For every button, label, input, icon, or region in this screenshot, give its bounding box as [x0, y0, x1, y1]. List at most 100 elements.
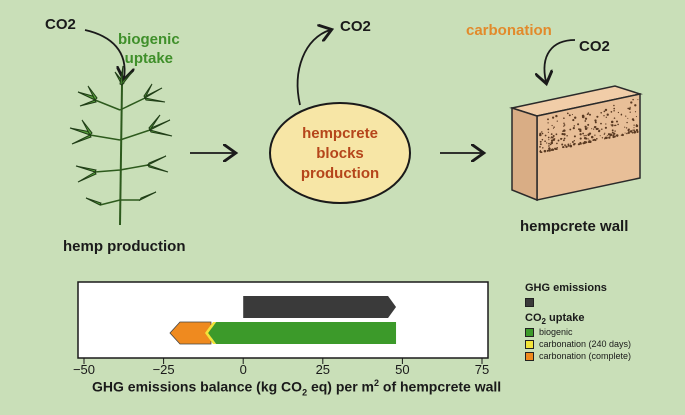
wall-speck: [613, 110, 615, 112]
chart-axis: [83, 358, 483, 364]
wall-speck: [579, 137, 582, 140]
wall-speck: [563, 133, 566, 136]
wall-speck: [584, 117, 588, 120]
wall-speck: [628, 107, 631, 110]
wall-speck: [588, 132, 592, 135]
bar-carbonation-240-days: [204, 322, 217, 344]
wall-speck: [583, 135, 585, 137]
wall-speck: [634, 104, 637, 107]
wall-speck: [563, 122, 565, 125]
legend-ghg-header: GHG emissions: [525, 282, 607, 294]
wall-speck: [546, 142, 548, 144]
wall-speck: [565, 145, 568, 148]
wall-speck: [636, 130, 639, 133]
wall-speck: [592, 128, 595, 130]
wall-speck: [564, 144, 566, 146]
legend: GHG emissions CO2 uptake biogenic carbon…: [525, 282, 631, 362]
wall-speck: [603, 110, 606, 113]
wall-speck: [548, 142, 550, 145]
wall-speck: [539, 150, 542, 153]
wall-speck: [589, 113, 591, 116]
wall-speck: [606, 135, 608, 137]
wall-speck: [539, 146, 541, 148]
wall-speck: [547, 118, 549, 121]
wall-speck: [563, 124, 566, 126]
bar-biogenic-uptake: [208, 322, 397, 344]
wall-speck: [555, 148, 558, 151]
wall-speck: [585, 134, 587, 137]
wall-speck: [578, 128, 580, 131]
wall-speck: [549, 143, 552, 146]
wall-speck: [605, 123, 607, 125]
wall-speck: [627, 131, 630, 134]
legend-item-carbonation-240: carbonation (240 days): [525, 338, 631, 350]
wall-speck: [562, 139, 565, 142]
wall-speck: [566, 135, 568, 137]
carbonation-label: carbonation: [466, 22, 552, 39]
wall-speck: [633, 127, 635, 129]
wall-speck: [594, 119, 597, 122]
wall-speck: [573, 140, 575, 142]
wall-speck: [563, 137, 566, 140]
legend-item-carbonation-complete: carbonation (complete): [525, 350, 631, 362]
wall-speck: [547, 149, 549, 152]
wall-speck: [627, 107, 630, 110]
wall-speck: [596, 115, 599, 118]
wall-speck: [608, 136, 611, 139]
wall-speck: [544, 134, 547, 137]
wall-speck: [595, 137, 598, 140]
wall-speck: [605, 116, 607, 118]
blocks-production-oval: [269, 102, 411, 204]
wall-speck: [547, 136, 550, 139]
co2-uptake-arrow: [84, 29, 125, 78]
wall-speck: [540, 151, 543, 153]
wall-speck: [589, 140, 592, 143]
blocks-production-label: hempcrete blocks production: [300, 125, 380, 182]
wall-speck: [633, 129, 635, 131]
hempcrete-wall-label: hempcrete wall: [520, 218, 629, 235]
wall-speck: [541, 131, 543, 133]
wall-speck: [635, 124, 639, 128]
wall-speck: [562, 130, 564, 132]
wall-speck: [632, 129, 634, 131]
wall-speck: [550, 133, 553, 135]
wall-speck: [611, 131, 614, 134]
wall-speck: [569, 128, 572, 131]
co2-label-right: CO2: [579, 38, 610, 55]
wall-speck: [550, 141, 554, 145]
wall-speck: [603, 133, 605, 135]
wall-speck: [634, 131, 636, 133]
wall-speck: [595, 127, 598, 131]
wall-speck: [617, 123, 619, 126]
hemp-production-label: hemp production: [63, 238, 186, 255]
legend-item-biogenic: biogenic: [525, 326, 631, 338]
wall-speck: [594, 134, 596, 136]
wall-speck: [563, 117, 565, 119]
wall-speck: [541, 132, 544, 135]
wall-speck: [552, 116, 555, 119]
wall-speck: [610, 111, 613, 113]
wall-speck: [543, 149, 547, 153]
wall-speck: [626, 121, 628, 124]
x-tick-label: 0: [239, 362, 247, 377]
wall-speck: [582, 132, 585, 135]
wall-speck: [613, 135, 616, 138]
wall-speck: [556, 147, 558, 149]
wall-speck: [547, 131, 550, 133]
wall-speck: [571, 141, 574, 143]
wall-speck: [587, 127, 589, 129]
legend-ghg-swatch: [525, 296, 631, 308]
wall-speck: [578, 143, 581, 146]
wall-speck: [563, 125, 565, 127]
wall-speck: [579, 142, 582, 145]
wall-speck: [613, 132, 616, 135]
wall-speck: [631, 118, 635, 121]
wall-speck: [555, 114, 558, 118]
wall-speck: [613, 104, 615, 107]
x-tick-label: 50: [395, 362, 410, 377]
wall-speck: [539, 143, 542, 146]
wall-speck: [605, 136, 608, 140]
chart-panel: [77, 281, 489, 359]
wall-speck: [590, 135, 594, 139]
wall-speck: [613, 117, 616, 119]
